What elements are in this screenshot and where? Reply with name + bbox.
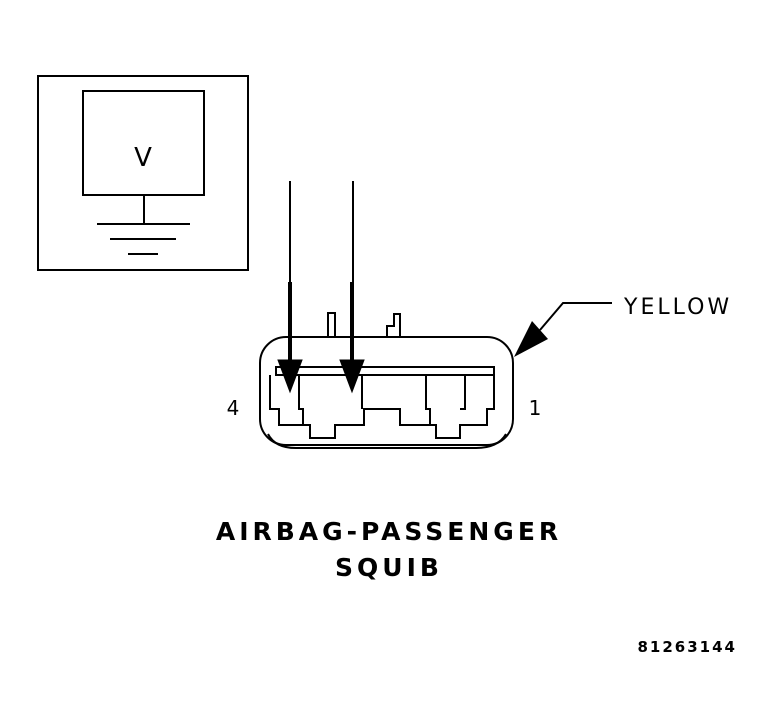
caption-line-2: SQUIB [335,553,443,582]
pin-label-right: 1 [529,396,542,420]
connector-bottom-shadow [267,433,507,449]
cavity-divider-1 [298,375,304,425]
voltmeter-outer-frame [37,75,249,271]
callout-leader [539,302,612,331]
connector-color-label: YELLOW [623,295,732,320]
cavity-divider-4 [460,375,466,410]
probe-arrowhead-left [277,359,303,394]
cavity-divider-3 [425,375,431,425]
lock-tab-right [386,313,401,337]
connector-body [259,336,514,446]
probe-arrowheads [277,359,365,394]
voltmeter-symbol: V [134,143,152,173]
voltmeter [37,75,249,271]
connector [259,312,514,449]
probe-arrowhead-right [339,359,365,394]
figure-id: 81263144 [638,638,738,656]
callout-arrowhead [514,321,548,357]
terminal-cavities [269,375,495,439]
color-callout [514,302,612,357]
pin-label-left: 4 [227,396,240,420]
probe-leads [288,181,354,362]
connector-top-rail [275,366,495,376]
caption-line-1: AIRBAG-PASSENGER [216,517,562,546]
lock-tab-left [327,312,336,338]
